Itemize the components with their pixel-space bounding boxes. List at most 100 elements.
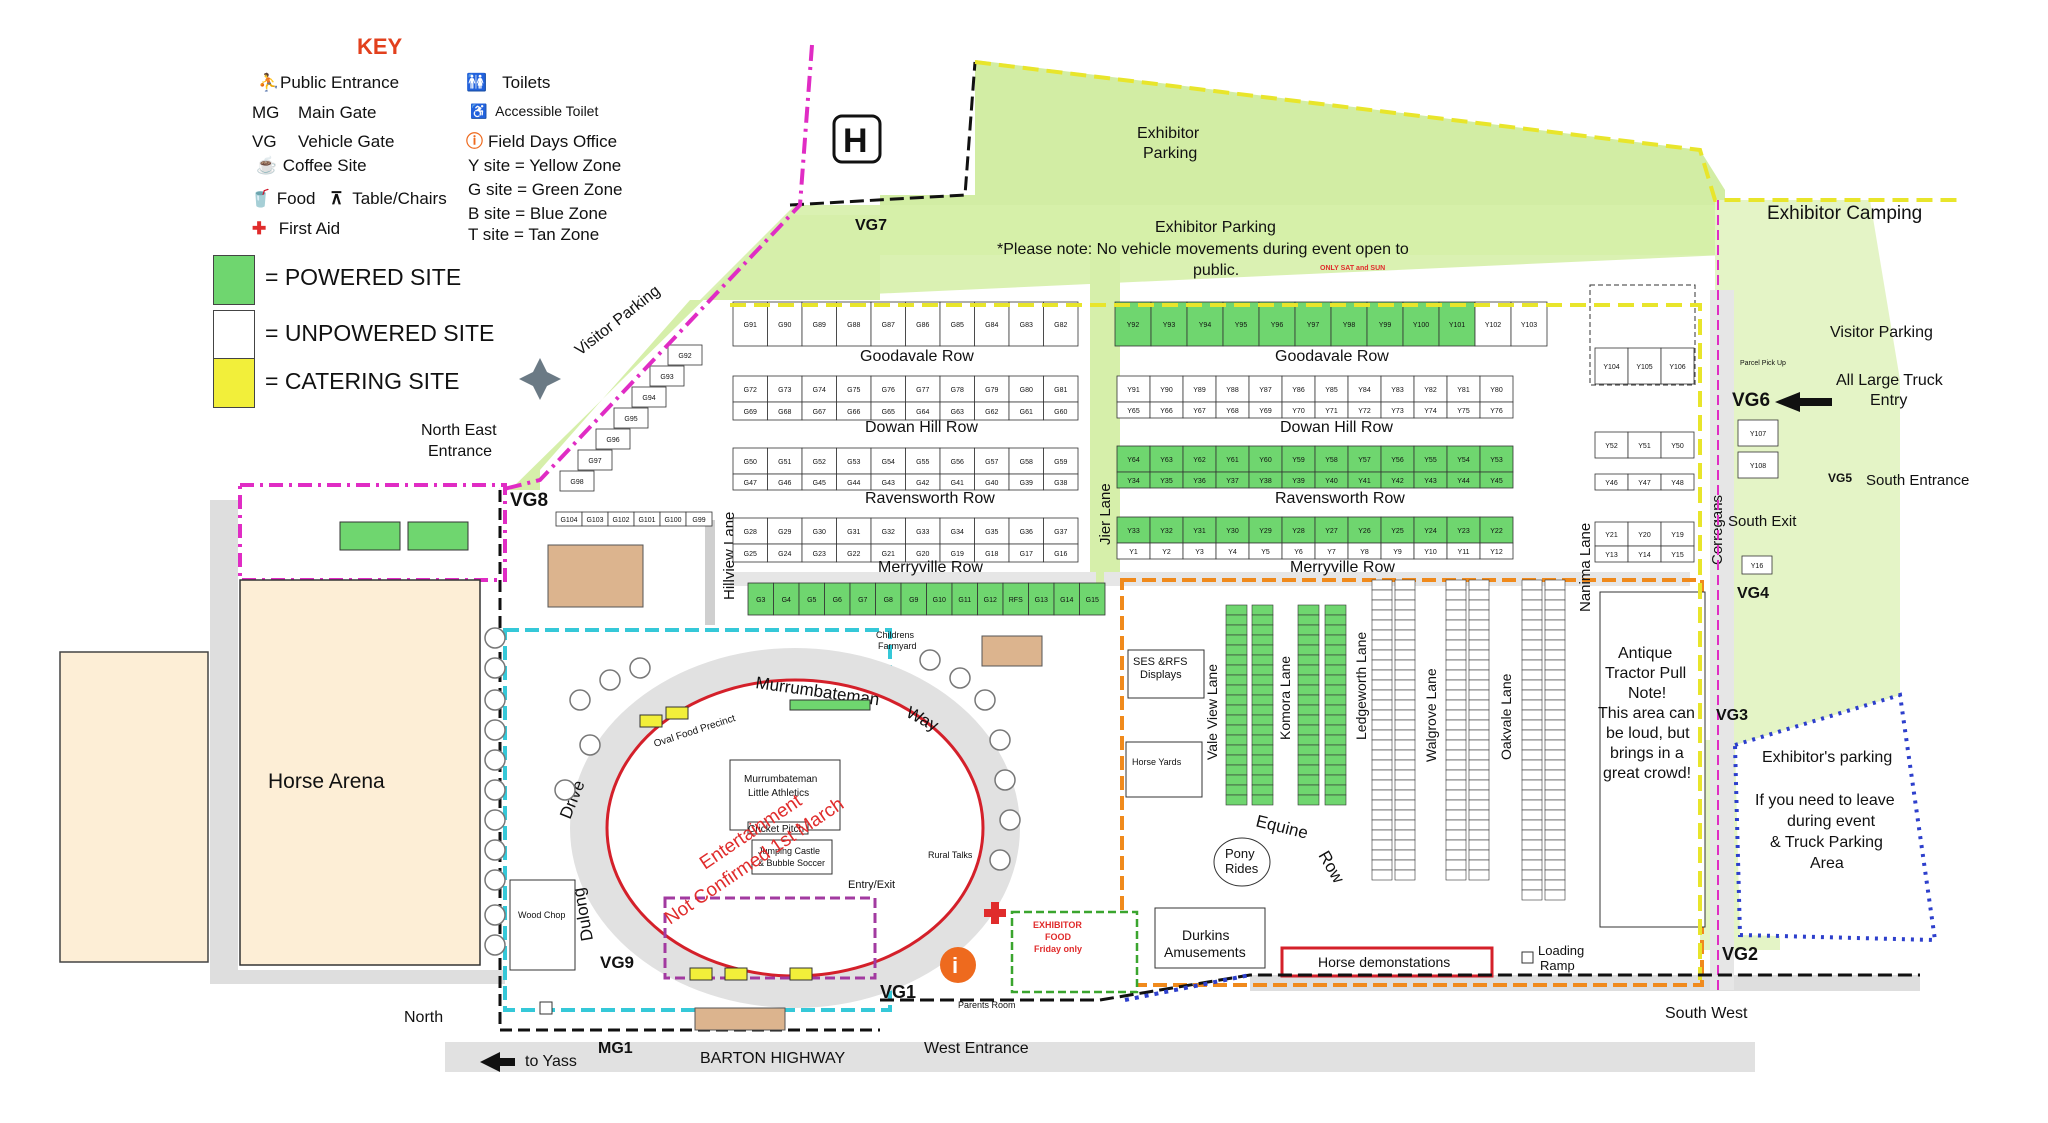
site-label: G16 bbox=[1054, 551, 1067, 558]
tree-icon bbox=[484, 749, 506, 771]
oakvale-cell bbox=[1544, 679, 1566, 691]
tree-icon bbox=[484, 809, 506, 831]
swatch-unpowered-label: = UNPOWERED SITE bbox=[265, 320, 495, 346]
pony-rides-label-2: Rides bbox=[1225, 861, 1259, 876]
site-label: Y52 bbox=[1605, 443, 1618, 450]
key-public-entrance-label: Public Entrance bbox=[280, 73, 400, 92]
vale-view-cell bbox=[1251, 684, 1274, 696]
walgrove-cell bbox=[1468, 789, 1490, 801]
site-cell bbox=[1627, 347, 1662, 385]
site-cell bbox=[1281, 375, 1316, 403]
y-site-y2: Y2 bbox=[1149, 542, 1184, 560]
site-cell bbox=[1660, 473, 1695, 491]
site-label: G52 bbox=[813, 459, 826, 466]
y-site-y14: Y14 bbox=[1627, 545, 1662, 563]
walgrove-cell bbox=[1468, 739, 1490, 751]
site-label: Y107 bbox=[1750, 431, 1766, 438]
site-cell bbox=[685, 511, 713, 527]
g-site-g75: G75 bbox=[836, 375, 872, 403]
cricket-pitch-label: Cricket Pitch bbox=[748, 824, 804, 835]
y-site-y60: Y60 bbox=[1248, 445, 1283, 473]
g-site-g61: G61 bbox=[1008, 401, 1044, 421]
ledgeworth-cell bbox=[1371, 829, 1393, 841]
walgrove-cell bbox=[1468, 719, 1490, 731]
ledgeworth-cell bbox=[1371, 579, 1393, 591]
site-label: Y63 bbox=[1160, 457, 1173, 464]
site-cell bbox=[1248, 375, 1283, 403]
tractor-line-7: great crowd! bbox=[1603, 765, 1691, 782]
tree-icon bbox=[484, 934, 506, 956]
y-site-y86: Y86 bbox=[1281, 375, 1316, 403]
site-label: G66 bbox=[847, 409, 860, 416]
vale-view-cell bbox=[1225, 794, 1248, 806]
site-label: Y75 bbox=[1457, 408, 1470, 415]
site-label: Y56 bbox=[1391, 457, 1404, 464]
gate-vg5: VG5 bbox=[1828, 471, 1852, 485]
site-label: Y85 bbox=[1325, 387, 1338, 394]
ledgeworth-cell bbox=[1371, 759, 1393, 771]
site-label: G22 bbox=[847, 551, 860, 558]
site-cell bbox=[836, 517, 872, 545]
oakvale-cell bbox=[1544, 629, 1566, 641]
site-cell bbox=[905, 517, 941, 545]
site-cell bbox=[1510, 301, 1548, 347]
komora-cell bbox=[1324, 734, 1347, 746]
y-site-y3: Y3 bbox=[1182, 542, 1217, 560]
site-cell bbox=[649, 365, 685, 387]
site-cell bbox=[1446, 516, 1481, 544]
site-label: Y42 bbox=[1391, 478, 1404, 485]
y-site-y53: Y53 bbox=[1479, 445, 1514, 473]
vale-view-cell bbox=[1251, 774, 1274, 786]
y-site-y61: Y61 bbox=[1215, 445, 1250, 473]
site-label: Y102 bbox=[1485, 322, 1501, 329]
site-label: G41 bbox=[951, 480, 964, 487]
little-athletics-label-1: Murrumbateman bbox=[744, 774, 817, 785]
site-cell bbox=[1594, 521, 1629, 547]
oakvale-cell bbox=[1521, 649, 1543, 661]
oakvale-cell bbox=[1544, 749, 1566, 761]
site-cell bbox=[732, 375, 768, 403]
y-site-y104: Y104 bbox=[1594, 347, 1629, 385]
g-site-g15: G15 bbox=[1079, 582, 1106, 616]
ledgeworth-cell bbox=[1371, 669, 1393, 681]
ses-rfs-area bbox=[1127, 649, 1205, 699]
site-label: G58 bbox=[1020, 459, 1033, 466]
oakvale-cell bbox=[1521, 809, 1543, 821]
barton-highway-label: BARTON HIGHWAY bbox=[700, 1050, 846, 1067]
oakvale-cell bbox=[1544, 849, 1566, 861]
site-label: G5 bbox=[807, 597, 816, 604]
walgrove-cell bbox=[1468, 689, 1490, 701]
oakvale-cell bbox=[1544, 739, 1566, 751]
ledgeworth-cell bbox=[1394, 859, 1416, 871]
site-label: G30 bbox=[813, 529, 826, 536]
y-site-y56: Y56 bbox=[1380, 445, 1415, 473]
site-label: G68 bbox=[778, 409, 791, 416]
g-site-g52: G52 bbox=[801, 447, 837, 475]
blue-boundary bbox=[1124, 973, 1251, 1002]
komora-cell bbox=[1324, 674, 1347, 686]
tractor-line-2: Tractor Pull bbox=[1605, 665, 1686, 682]
loading-ramp-icon bbox=[1521, 951, 1534, 964]
y-site-y87: Y87 bbox=[1248, 375, 1283, 403]
ledgeworth-cell bbox=[1371, 869, 1393, 881]
west-entrance-label: West Entrance bbox=[924, 1040, 1029, 1057]
ravensworth-row-left: Ravensworth Row bbox=[865, 490, 995, 507]
site-cell bbox=[767, 375, 803, 403]
g-site-g56: G56 bbox=[939, 447, 975, 475]
tree-icon bbox=[919, 649, 941, 671]
helipad bbox=[832, 114, 882, 164]
info-icon: ⓘ bbox=[466, 132, 483, 151]
g-site-g31: G31 bbox=[836, 517, 872, 545]
gate-vg6: VG6 bbox=[1732, 390, 1770, 411]
g-site-g7: G7 bbox=[849, 582, 876, 616]
y-site-y50: Y50 bbox=[1660, 431, 1695, 459]
g-site-g53: G53 bbox=[836, 447, 872, 475]
site-label: Y2 bbox=[1162, 549, 1171, 556]
y-site-y11: Y11 bbox=[1446, 542, 1481, 560]
g-site-g67: G67 bbox=[801, 401, 837, 421]
site-label: G74 bbox=[813, 387, 826, 394]
site-label: G86 bbox=[916, 322, 929, 329]
horse-yards-area bbox=[1125, 741, 1203, 798]
y-site-y64: Y64 bbox=[1116, 445, 1151, 473]
